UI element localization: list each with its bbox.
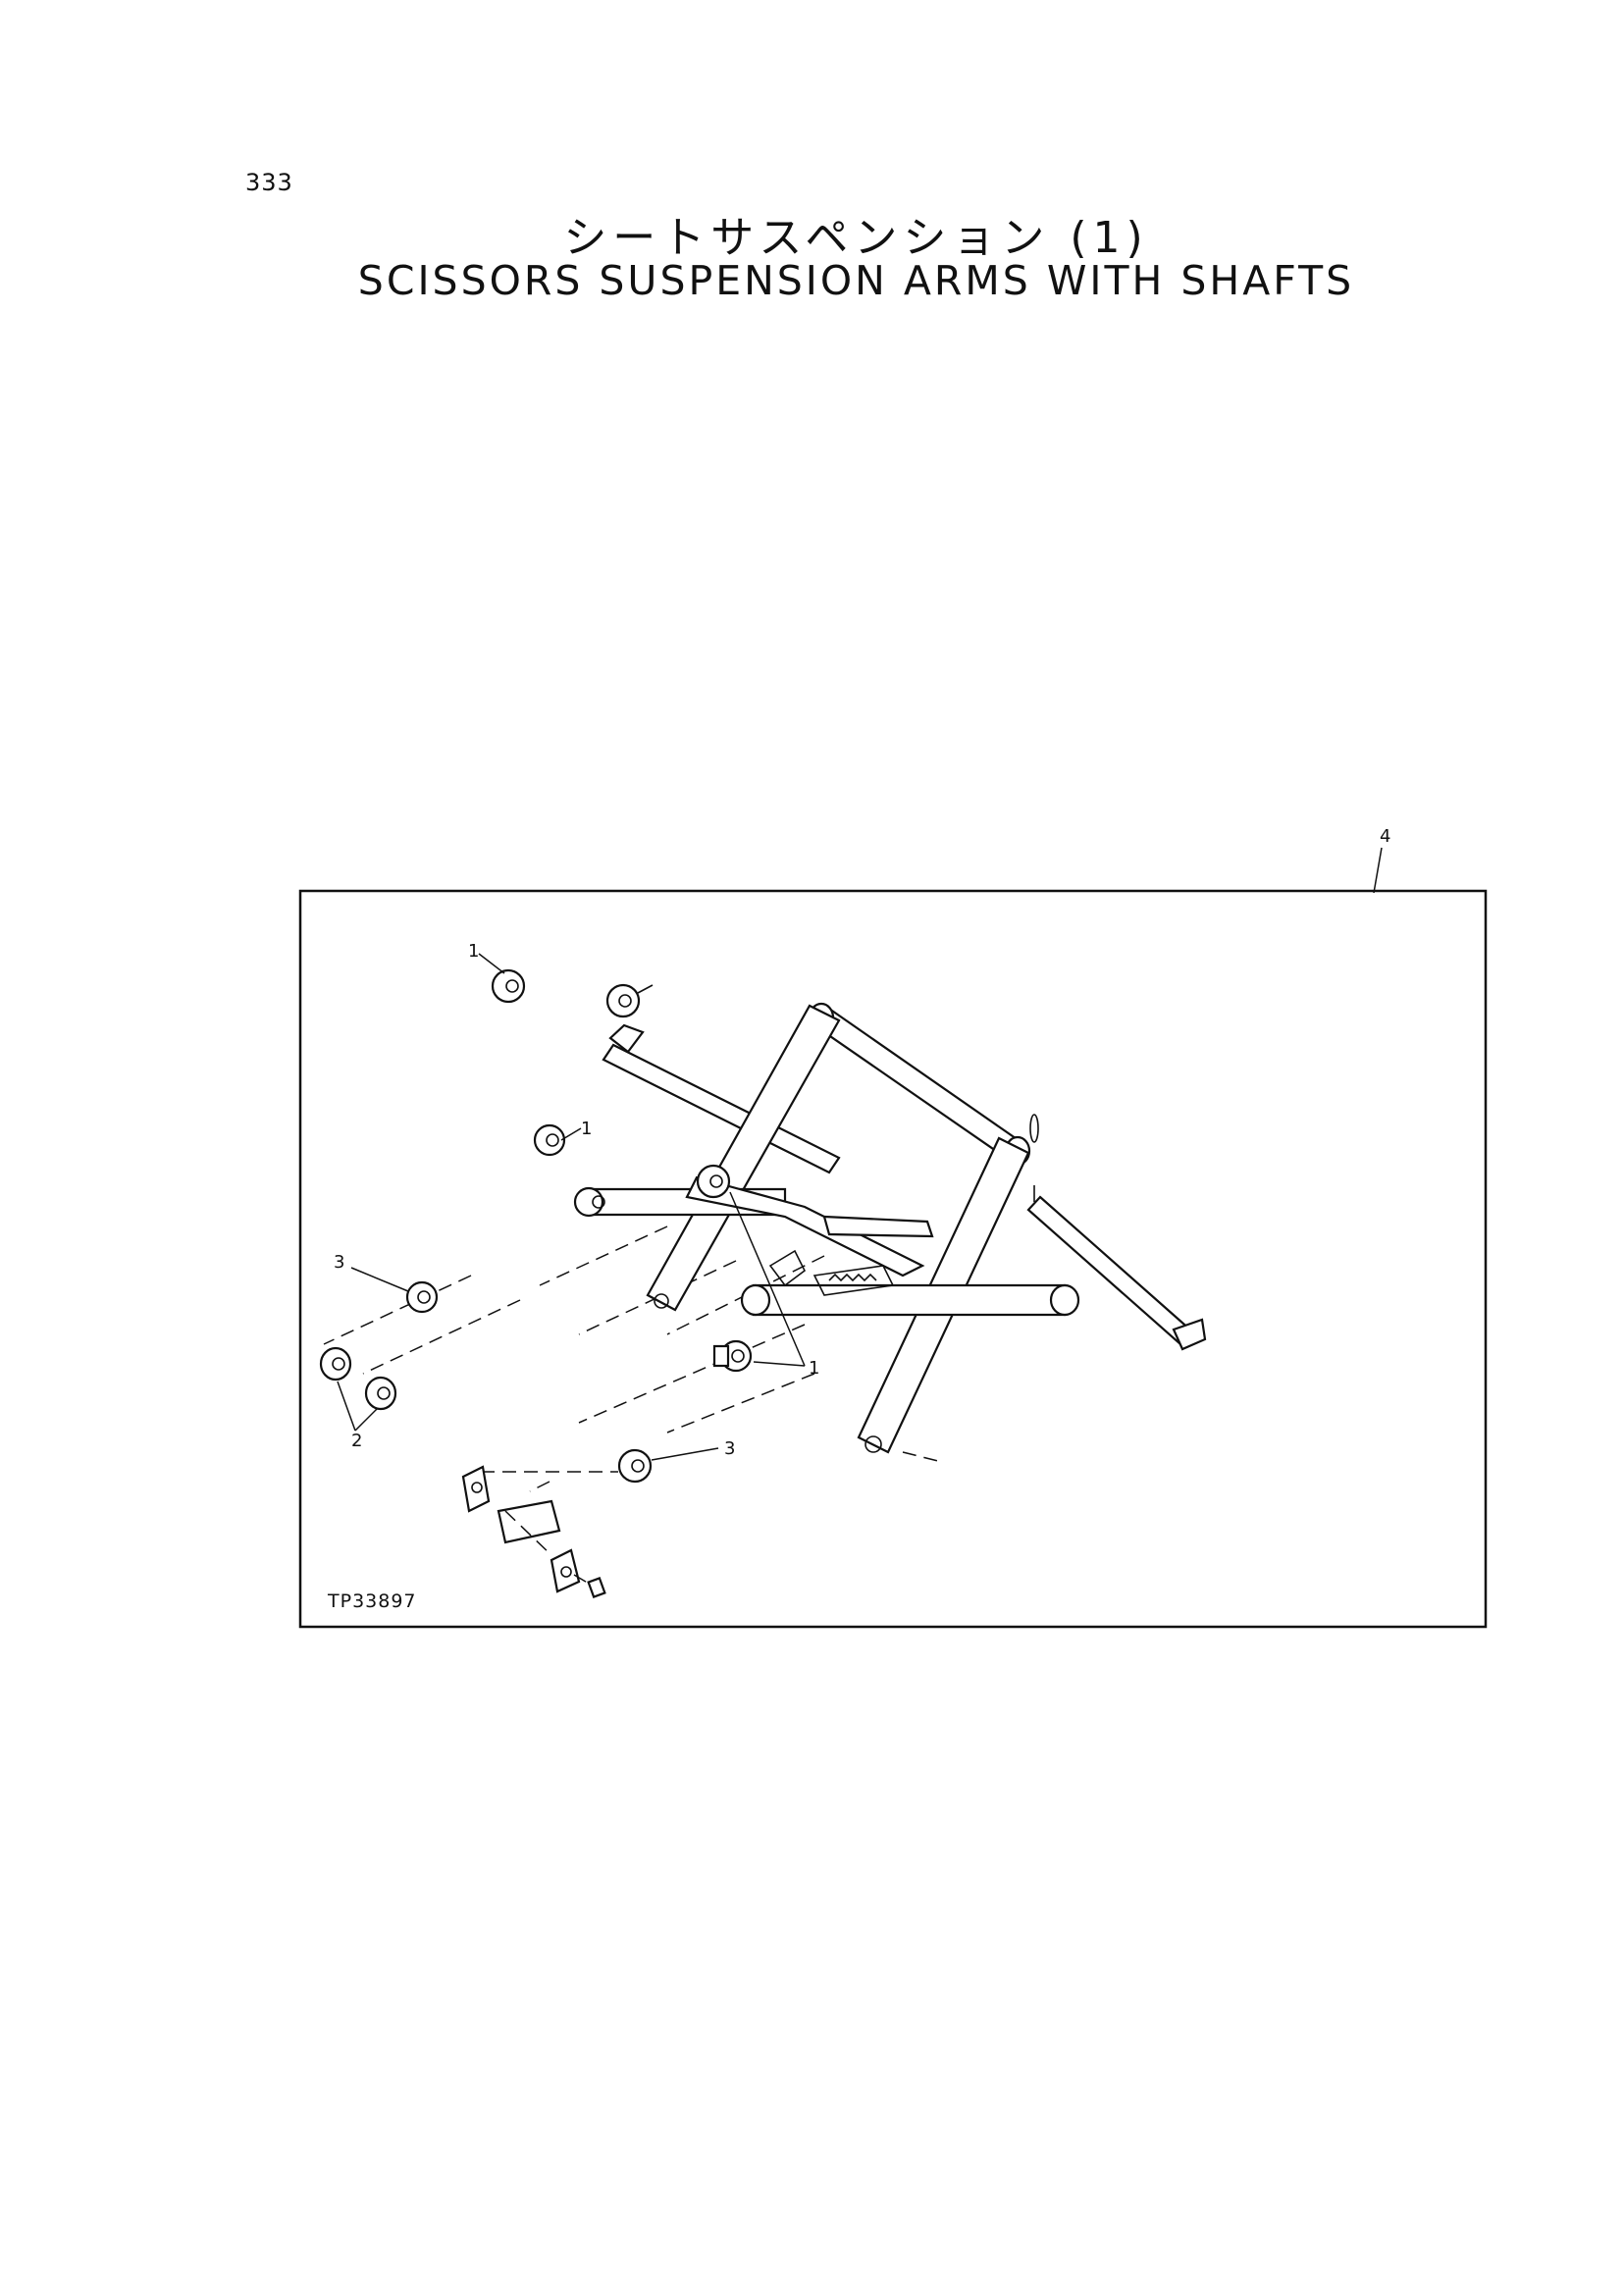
page-number: 333	[245, 169, 293, 196]
center-bracket	[768, 1249, 895, 1296]
svg-text:1: 1	[581, 1119, 592, 1139]
callout-3-left: 3	[334, 1252, 409, 1292]
leader-4	[1373, 847, 1383, 894]
svg-text:3: 3	[334, 1252, 344, 1273]
parts-diagram: 4	[294, 824, 1511, 1648]
figure-reference-id: TP33897	[327, 1590, 417, 1612]
bushing-left-3	[405, 1280, 439, 1314]
bushing-bottom-3	[617, 1448, 653, 1484]
bushing-left-2b	[364, 1376, 397, 1411]
bushing-top-right	[605, 983, 654, 1018]
middle-cross-tube-lower	[740, 1283, 1080, 1317]
page-title-english: SCISSORS SUSPENSION ARMS WITH SHAFTS	[357, 257, 1355, 304]
lower-shaft	[1026, 1114, 1207, 1351]
svg-text:1: 1	[468, 941, 479, 962]
callout-1-center: 1	[560, 1119, 592, 1141]
lower-bracket-assembly	[461, 1465, 606, 1598]
diagonal-plate	[685, 1175, 934, 1277]
callout-1-top: 1	[468, 941, 505, 974]
bushing-left-2a	[319, 1346, 352, 1382]
bushing-top	[491, 968, 526, 1004]
svg-text:1: 1	[809, 1358, 819, 1379]
svg-text:2: 2	[351, 1431, 362, 1451]
top-cross-tube	[808, 1002, 1031, 1167]
callout-3-bottom: 3	[651, 1438, 735, 1461]
callout-2: 2	[337, 1381, 378, 1451]
svg-text:3: 3	[724, 1438, 735, 1459]
diagram-frame	[298, 889, 1488, 1629]
page-title-japanese: シートサスペンション (1)	[563, 213, 1149, 263]
bushing-right-lower	[712, 1339, 753, 1373]
callout-4: 4	[1380, 826, 1390, 847]
bushing-center	[533, 1123, 566, 1157]
bushing-right-upper	[696, 1164, 731, 1199]
callout-1-right: 1	[729, 1191, 819, 1379]
